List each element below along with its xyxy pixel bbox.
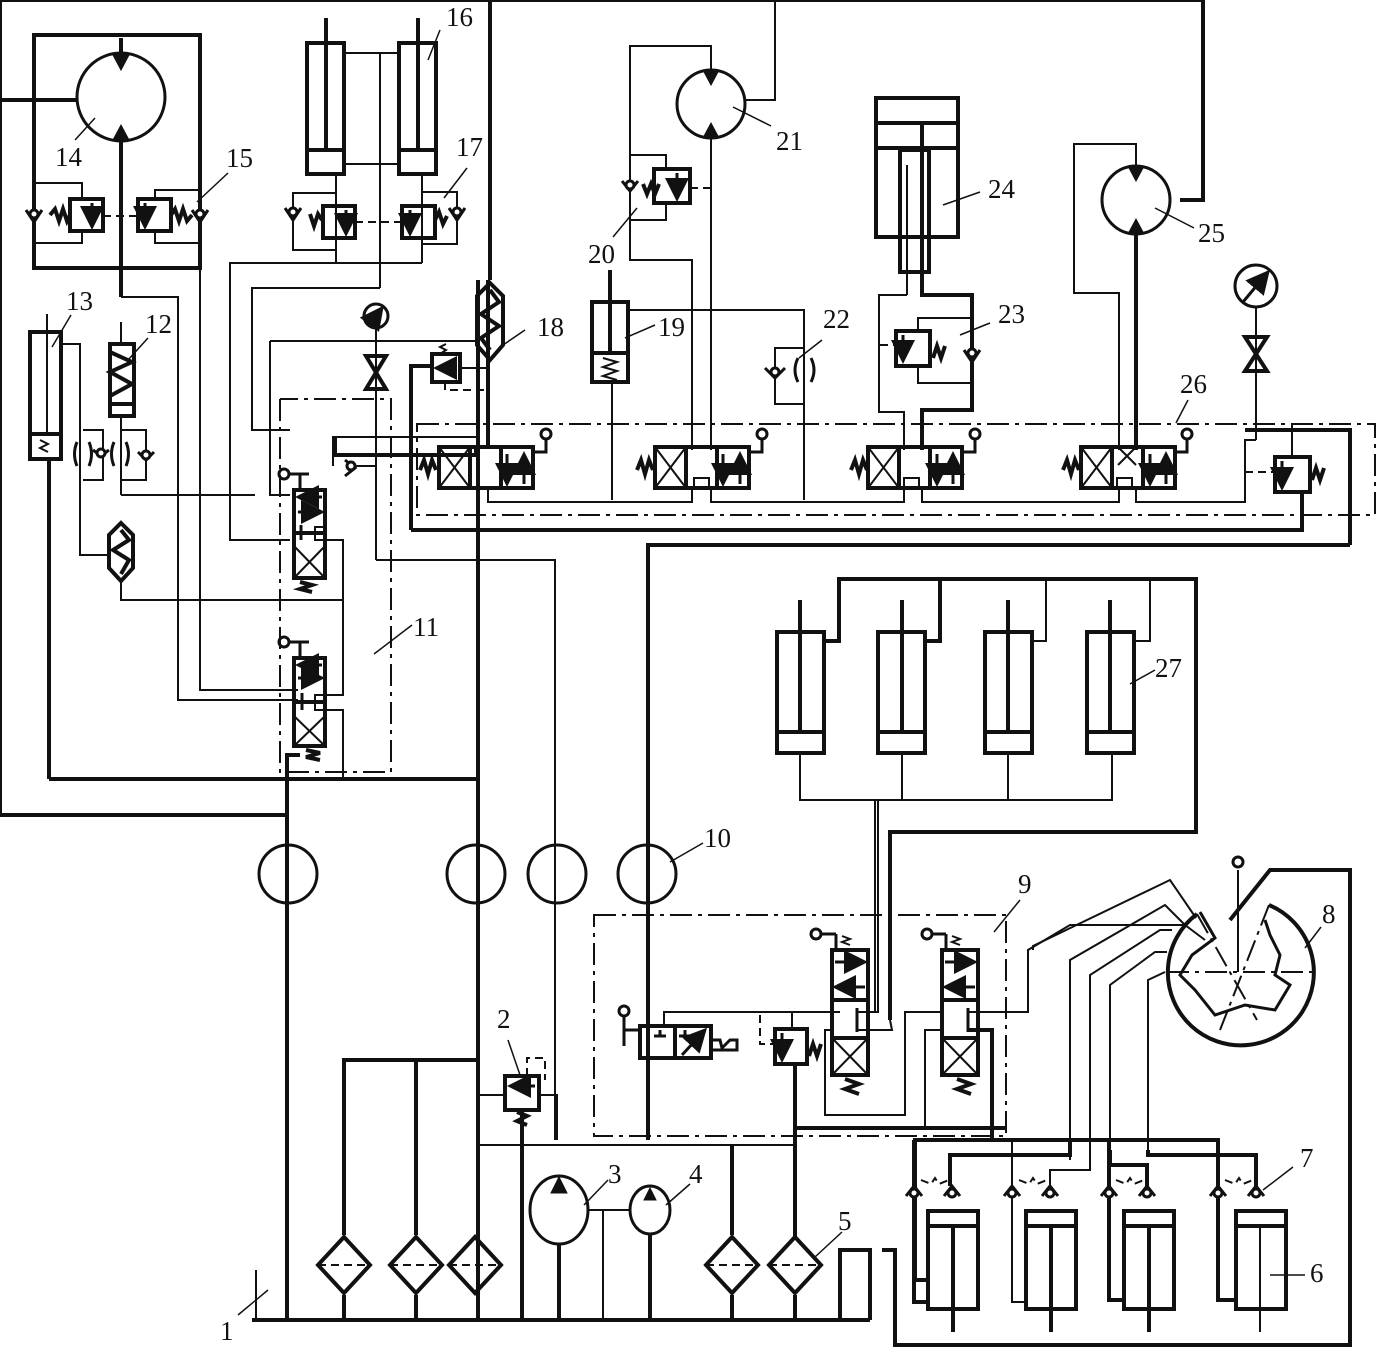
- label-24: 24: [988, 174, 1016, 204]
- support-cylinders-6: [904, 1138, 1288, 1332]
- label-10: 10: [704, 823, 731, 853]
- label-7: 7: [1300, 1143, 1314, 1173]
- label-9: 9: [1018, 869, 1032, 899]
- label-13: 13: [66, 286, 93, 316]
- cylinder-13: [28, 330, 63, 461]
- label-23: 23: [998, 299, 1025, 329]
- motor-21-assembly: [620, 45, 747, 450]
- label-18: 18: [537, 312, 564, 342]
- cylinder-16-assembly: [229, 18, 467, 541]
- valve-block-9: [593, 800, 1206, 1282]
- accumulator-13-12: [28, 314, 478, 781]
- cooler-18: [269, 280, 505, 496]
- valve-section-4: [1061, 427, 1194, 490]
- rotary-joints-10: [257, 280, 678, 1320]
- label-6: 6: [1310, 1258, 1324, 1288]
- valve-section-2: [635, 427, 769, 490]
- label-3: 3: [608, 1159, 622, 1189]
- label-20: 20: [588, 239, 615, 269]
- label-11: 11: [413, 612, 439, 642]
- label-25: 25: [1198, 218, 1225, 248]
- label-16: 16: [446, 2, 473, 32]
- label-14: 14: [55, 142, 83, 172]
- label-21: 21: [776, 126, 803, 156]
- label-22: 22: [823, 304, 850, 334]
- label-8: 8: [1322, 899, 1336, 929]
- telescopic-cylinder-24: [874, 96, 960, 239]
- outrigger-cylinders-27: [775, 577, 1198, 1020]
- multi-way-valve-26: [333, 280, 1376, 1140]
- label-26: 26: [1180, 369, 1207, 399]
- brake-19-assembly: [590, 270, 816, 500]
- label-12: 12: [145, 309, 172, 339]
- central-swivel-joint-8: [1032, 855, 1316, 1165]
- label-15: 15: [226, 143, 253, 173]
- relief-valve-2: [503, 1074, 541, 1112]
- hydraulic-locks-7: [904, 1176, 1266, 1199]
- component-labels: 1 2 3 4 5 6 7 8 9 10 11 12 13 14 15 16 1…: [51, 2, 1336, 1346]
- motor-25-assembly: [1073, 143, 1279, 450]
- label-5: 5: [838, 1206, 852, 1236]
- label-19: 19: [658, 312, 685, 342]
- label-17: 17: [456, 132, 483, 162]
- label-1: 1: [220, 1316, 234, 1346]
- label-27: 27: [1155, 653, 1182, 683]
- motor-14-assembly: [0, 33, 290, 701]
- valve-block-11: [120, 263, 556, 1140]
- filters: [315, 1234, 824, 1296]
- label-4: 4: [689, 1159, 703, 1189]
- pump-station: [315, 1057, 824, 1320]
- label-2: 2: [497, 1004, 511, 1034]
- cylinder-24-assembly: [874, 96, 982, 450]
- valve-section-3: [849, 427, 982, 490]
